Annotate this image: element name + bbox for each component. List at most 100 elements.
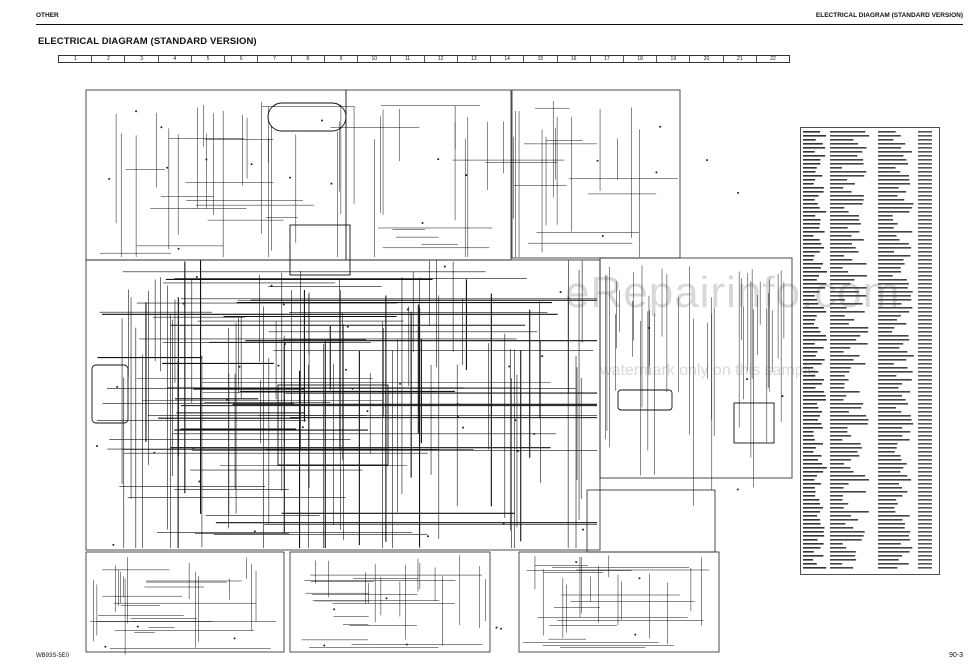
legend-reference	[918, 431, 932, 433]
legend-reference	[918, 539, 932, 541]
junction-dot	[405, 643, 408, 646]
legend-description	[830, 163, 864, 165]
legend-code	[803, 347, 824, 349]
legend-description-2	[878, 375, 897, 377]
junction-dot	[634, 633, 637, 636]
junction-dot	[277, 364, 280, 367]
legend-description-2	[878, 255, 911, 257]
legend-code	[803, 147, 826, 149]
legend-description-2	[878, 435, 903, 437]
legend-reference	[918, 283, 932, 285]
legend-description	[830, 479, 869, 481]
legend-description	[830, 475, 866, 477]
legend-description-2	[878, 183, 911, 185]
legend-description	[830, 539, 862, 541]
legend-description	[830, 439, 843, 441]
legend-reference	[918, 307, 932, 309]
junction-dot	[406, 308, 409, 311]
legend-description	[830, 379, 849, 381]
legend-reference	[918, 423, 932, 425]
legend-description	[830, 307, 847, 309]
legend-code	[803, 427, 823, 429]
legend-description	[830, 159, 864, 161]
legend-description-2	[878, 191, 907, 193]
legend-reference	[918, 319, 932, 321]
watermark-note: watermark only on this sample	[600, 362, 817, 379]
legend-reference	[918, 243, 932, 245]
junction-dot	[421, 221, 424, 224]
legend-reference	[918, 447, 932, 449]
legend-description-2	[878, 371, 913, 373]
legend-description-2	[878, 219, 894, 221]
legend-code	[803, 543, 824, 545]
legend-reference	[918, 303, 932, 305]
legend-code	[803, 551, 814, 553]
grid-column-6: 6	[225, 56, 259, 62]
junction-dot	[495, 626, 498, 629]
legend-code	[803, 531, 824, 533]
legend-description	[830, 451, 858, 453]
legend-reference	[918, 491, 932, 493]
legend-code	[803, 187, 824, 189]
legend-code	[803, 199, 815, 201]
legend-description	[830, 547, 847, 549]
legend-description	[830, 419, 869, 421]
legend-description	[830, 531, 865, 533]
junction-dot	[333, 608, 336, 611]
legend-reference	[918, 531, 932, 533]
legend-code	[803, 399, 826, 401]
legend-description-2	[878, 215, 893, 217]
legend-description-2	[878, 227, 894, 229]
junction-dot	[508, 365, 511, 368]
legend-description	[830, 295, 867, 297]
legend-description	[830, 491, 866, 493]
legend-reference	[918, 343, 932, 345]
legend-description	[830, 455, 860, 457]
legend-code	[803, 479, 815, 481]
grid-column-13: 13	[458, 56, 492, 62]
junction-dot	[346, 325, 349, 328]
junction-dot	[112, 543, 115, 546]
legend-description	[830, 239, 864, 241]
legend-reference	[918, 515, 932, 517]
legend-description	[830, 299, 846, 301]
legend-description-2	[878, 379, 912, 381]
legend-description	[830, 443, 861, 445]
legend-description	[830, 447, 862, 449]
legend-description	[830, 527, 854, 529]
legend-code	[803, 191, 824, 193]
legend-description	[830, 327, 869, 329]
junction-dot	[500, 627, 503, 630]
legend-description	[830, 315, 845, 317]
grid-column-9: 9	[325, 56, 359, 62]
legend-reference	[918, 495, 932, 497]
legend-description-2	[878, 415, 911, 417]
legend-code	[803, 311, 827, 313]
legend-code	[803, 219, 821, 221]
legend-description-2	[878, 423, 914, 425]
legend-reference	[918, 263, 932, 265]
legend-description-2	[878, 139, 894, 141]
legend-reference	[918, 415, 932, 417]
legend-description	[830, 131, 866, 133]
legend-code	[803, 459, 818, 461]
legend-description	[830, 375, 845, 377]
legend-reference	[918, 351, 932, 353]
legend-reference	[918, 299, 932, 301]
legend-reference	[918, 331, 932, 333]
legend-code	[803, 339, 827, 341]
legend-description	[830, 483, 849, 485]
legend-code	[803, 415, 821, 417]
legend-reference	[918, 555, 932, 557]
legend-code	[803, 435, 814, 437]
legend-description-2	[878, 159, 907, 161]
grid-column-17: 17	[591, 56, 624, 62]
grid-column-10: 10	[358, 56, 392, 62]
legend-reference	[918, 279, 932, 281]
legend-code	[803, 379, 824, 381]
junction-dot	[533, 433, 536, 436]
junction-dot	[330, 182, 333, 185]
legend-description	[830, 343, 868, 345]
legend-description	[830, 551, 856, 553]
legend-reference	[918, 347, 932, 349]
